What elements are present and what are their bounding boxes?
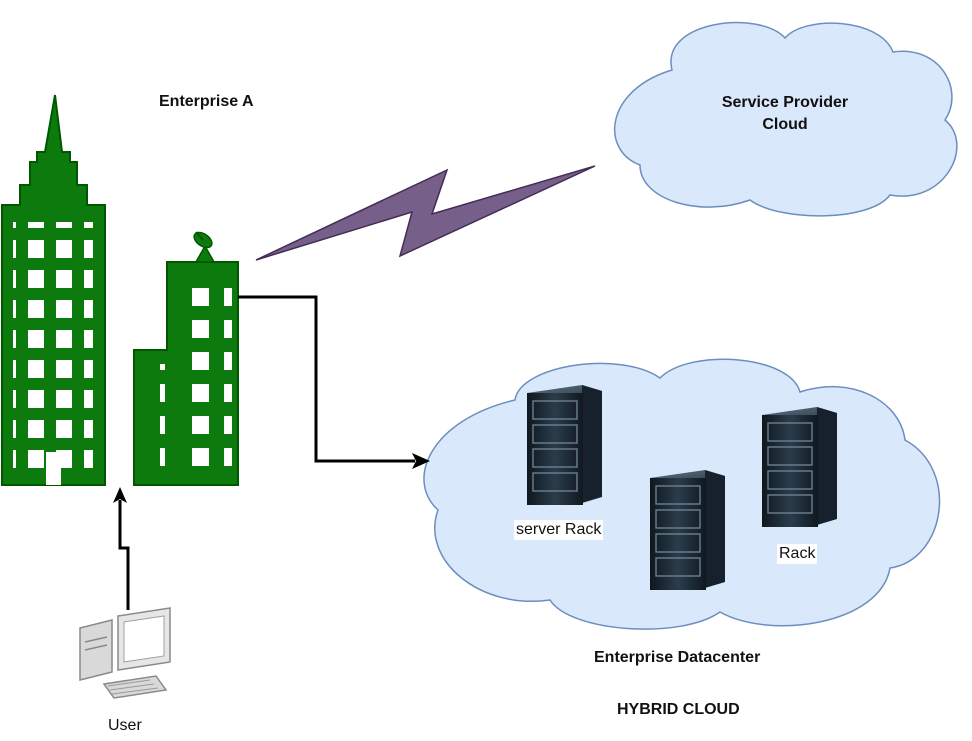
user-connector-arrowhead xyxy=(113,487,127,503)
provider-cloud-label-line1: Service Provider xyxy=(721,94,849,111)
skyscraper-icon xyxy=(1,94,106,486)
service-provider-cloud xyxy=(613,21,958,217)
server-rack-icon xyxy=(650,470,725,590)
server-rack-icon xyxy=(762,407,837,527)
connector-arrowhead xyxy=(412,453,430,469)
datacenter-label: Enterprise Datacenter xyxy=(594,649,761,666)
enterprise-label: Enterprise A xyxy=(159,93,254,110)
diagram-title: HYBRID CLOUD xyxy=(617,701,740,718)
server-rack-icon xyxy=(527,385,602,505)
user-label: User xyxy=(108,717,142,734)
rack-label: Rack xyxy=(777,544,818,564)
server-rack-label: server Rack xyxy=(514,520,604,540)
office-building-icon xyxy=(133,231,239,486)
provider-cloud-label-line2: Cloud xyxy=(762,116,808,133)
user-to-building-connector xyxy=(118,500,130,610)
workstation-computer-icon xyxy=(79,607,171,699)
building-to-datacenter-connector xyxy=(238,295,415,463)
lightning-link-icon xyxy=(255,165,596,261)
satellite-dish-icon xyxy=(193,231,216,263)
provider-cloud-label: Service Provider Cloud xyxy=(690,94,880,134)
